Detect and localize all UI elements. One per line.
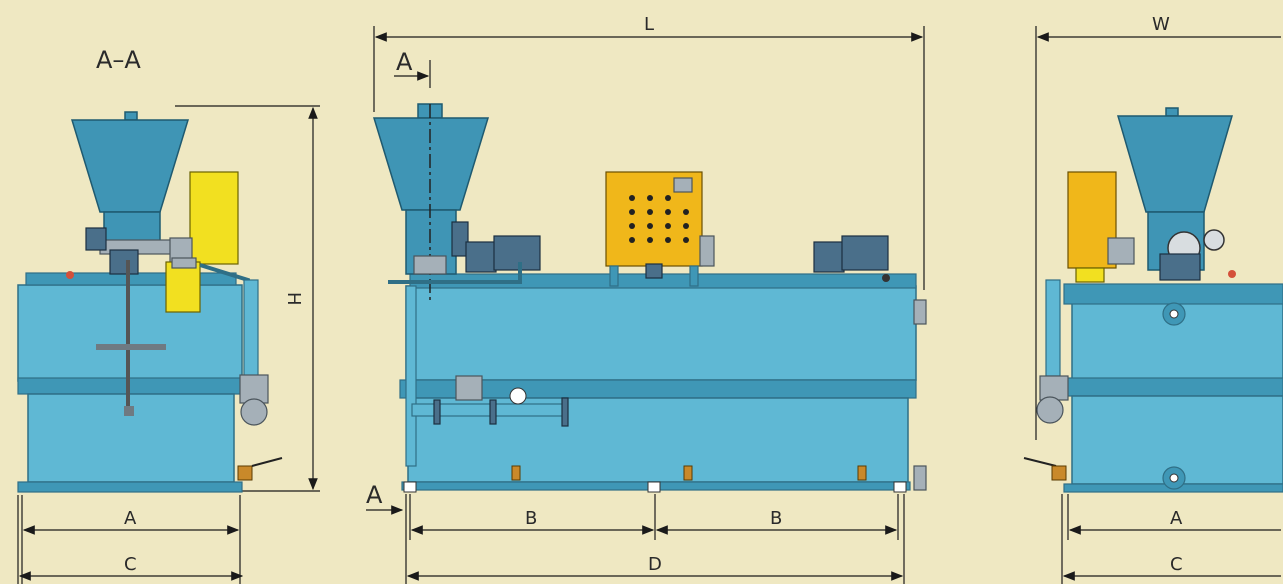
left-hopper [70,119,190,213]
height-label: H [283,292,304,306]
section-mark-bottom: A [366,481,383,509]
center-foot-1 [403,481,417,493]
cabinet-mixer [645,263,663,279]
right-view: W A C [1023,14,1283,584]
left-agitator-blade [96,344,166,350]
left-tank-base [17,481,243,493]
right-valve [1039,375,1069,401]
left-flange [240,398,268,426]
section-mark-top: A [396,48,413,76]
right-tank-band [1063,377,1283,397]
center-gauge [509,387,527,405]
right-feeder-motor [1159,253,1201,281]
dim-a-left-label: A [124,508,137,529]
right-hopper-cap [1165,107,1179,117]
center-motor-left [493,235,541,271]
center-motor-right [841,235,889,271]
left-valve [239,374,269,404]
center-foot-3 [893,481,907,493]
left-agitator-tip [124,406,134,416]
right-indicator [1228,270,1236,278]
left-tank-lid [25,272,237,286]
length-label: L [644,14,654,35]
drain-valve-1 [511,465,521,481]
cabinet-side-unit [699,235,715,267]
center-view: L A [366,14,927,584]
center-vertical-pipe [405,285,417,467]
right-hopper [1117,115,1233,213]
left-drive-motor [109,249,139,275]
right-port-lower-core [1169,473,1179,483]
center-solenoid [455,375,483,401]
left-control-box [189,171,239,265]
drain-valve-3 [857,465,867,481]
cabinet-leg-right [689,265,699,287]
right-vertical-pipe [1045,279,1061,377]
center-nozzle-lower [913,465,927,491]
center-foot-2 [647,481,661,493]
cabinet-meter [673,177,693,193]
dim-b-2-label: B [770,508,782,529]
left-feeder-motor [85,227,107,251]
right-tank-lid [1063,283,1283,305]
center-flange-2 [489,399,497,425]
center-flange-1 [433,399,441,425]
dim-c-right-label: C [1170,554,1183,575]
left-view: A–A H [17,46,320,584]
center-tank-upper [405,285,917,381]
center-flange-3 [561,397,569,427]
center-hopper [372,117,490,211]
center-motor-right-body [813,241,845,273]
center-feeder-motor [451,221,469,257]
right-mixer [1075,267,1105,283]
section-title: A–A [96,46,141,74]
left-mixer-motor [165,261,201,313]
dim-d-label: D [648,554,662,575]
center-bolt [882,274,890,282]
right-drain-handle [1023,457,1057,467]
right-flange [1036,396,1064,424]
dim-c-left-label: C [124,554,137,575]
center-motor-left-body [465,241,497,273]
cabinet-buttons [629,195,689,243]
right-port-upper-core [1169,309,1179,319]
right-gauge-small [1203,229,1225,251]
right-drain-valve [1051,465,1067,481]
dim-a-right-label: A [1170,508,1183,529]
left-vertical-pipe [243,279,259,391]
center-nozzle-upper [913,299,927,325]
left-indicator [66,271,74,279]
center-top-pipe [388,262,522,284]
right-pump [1107,237,1135,265]
left-hopper-cap [124,111,138,121]
drain-valve-2 [683,465,693,481]
left-drain-handle [251,457,283,467]
width-label: W [1152,14,1170,35]
dim-b-1-label: B [525,508,537,529]
left-drain-valve [237,465,253,481]
center-feeder [413,255,447,275]
left-mixer-head [171,257,197,269]
cabinet-leg-left [609,265,619,287]
